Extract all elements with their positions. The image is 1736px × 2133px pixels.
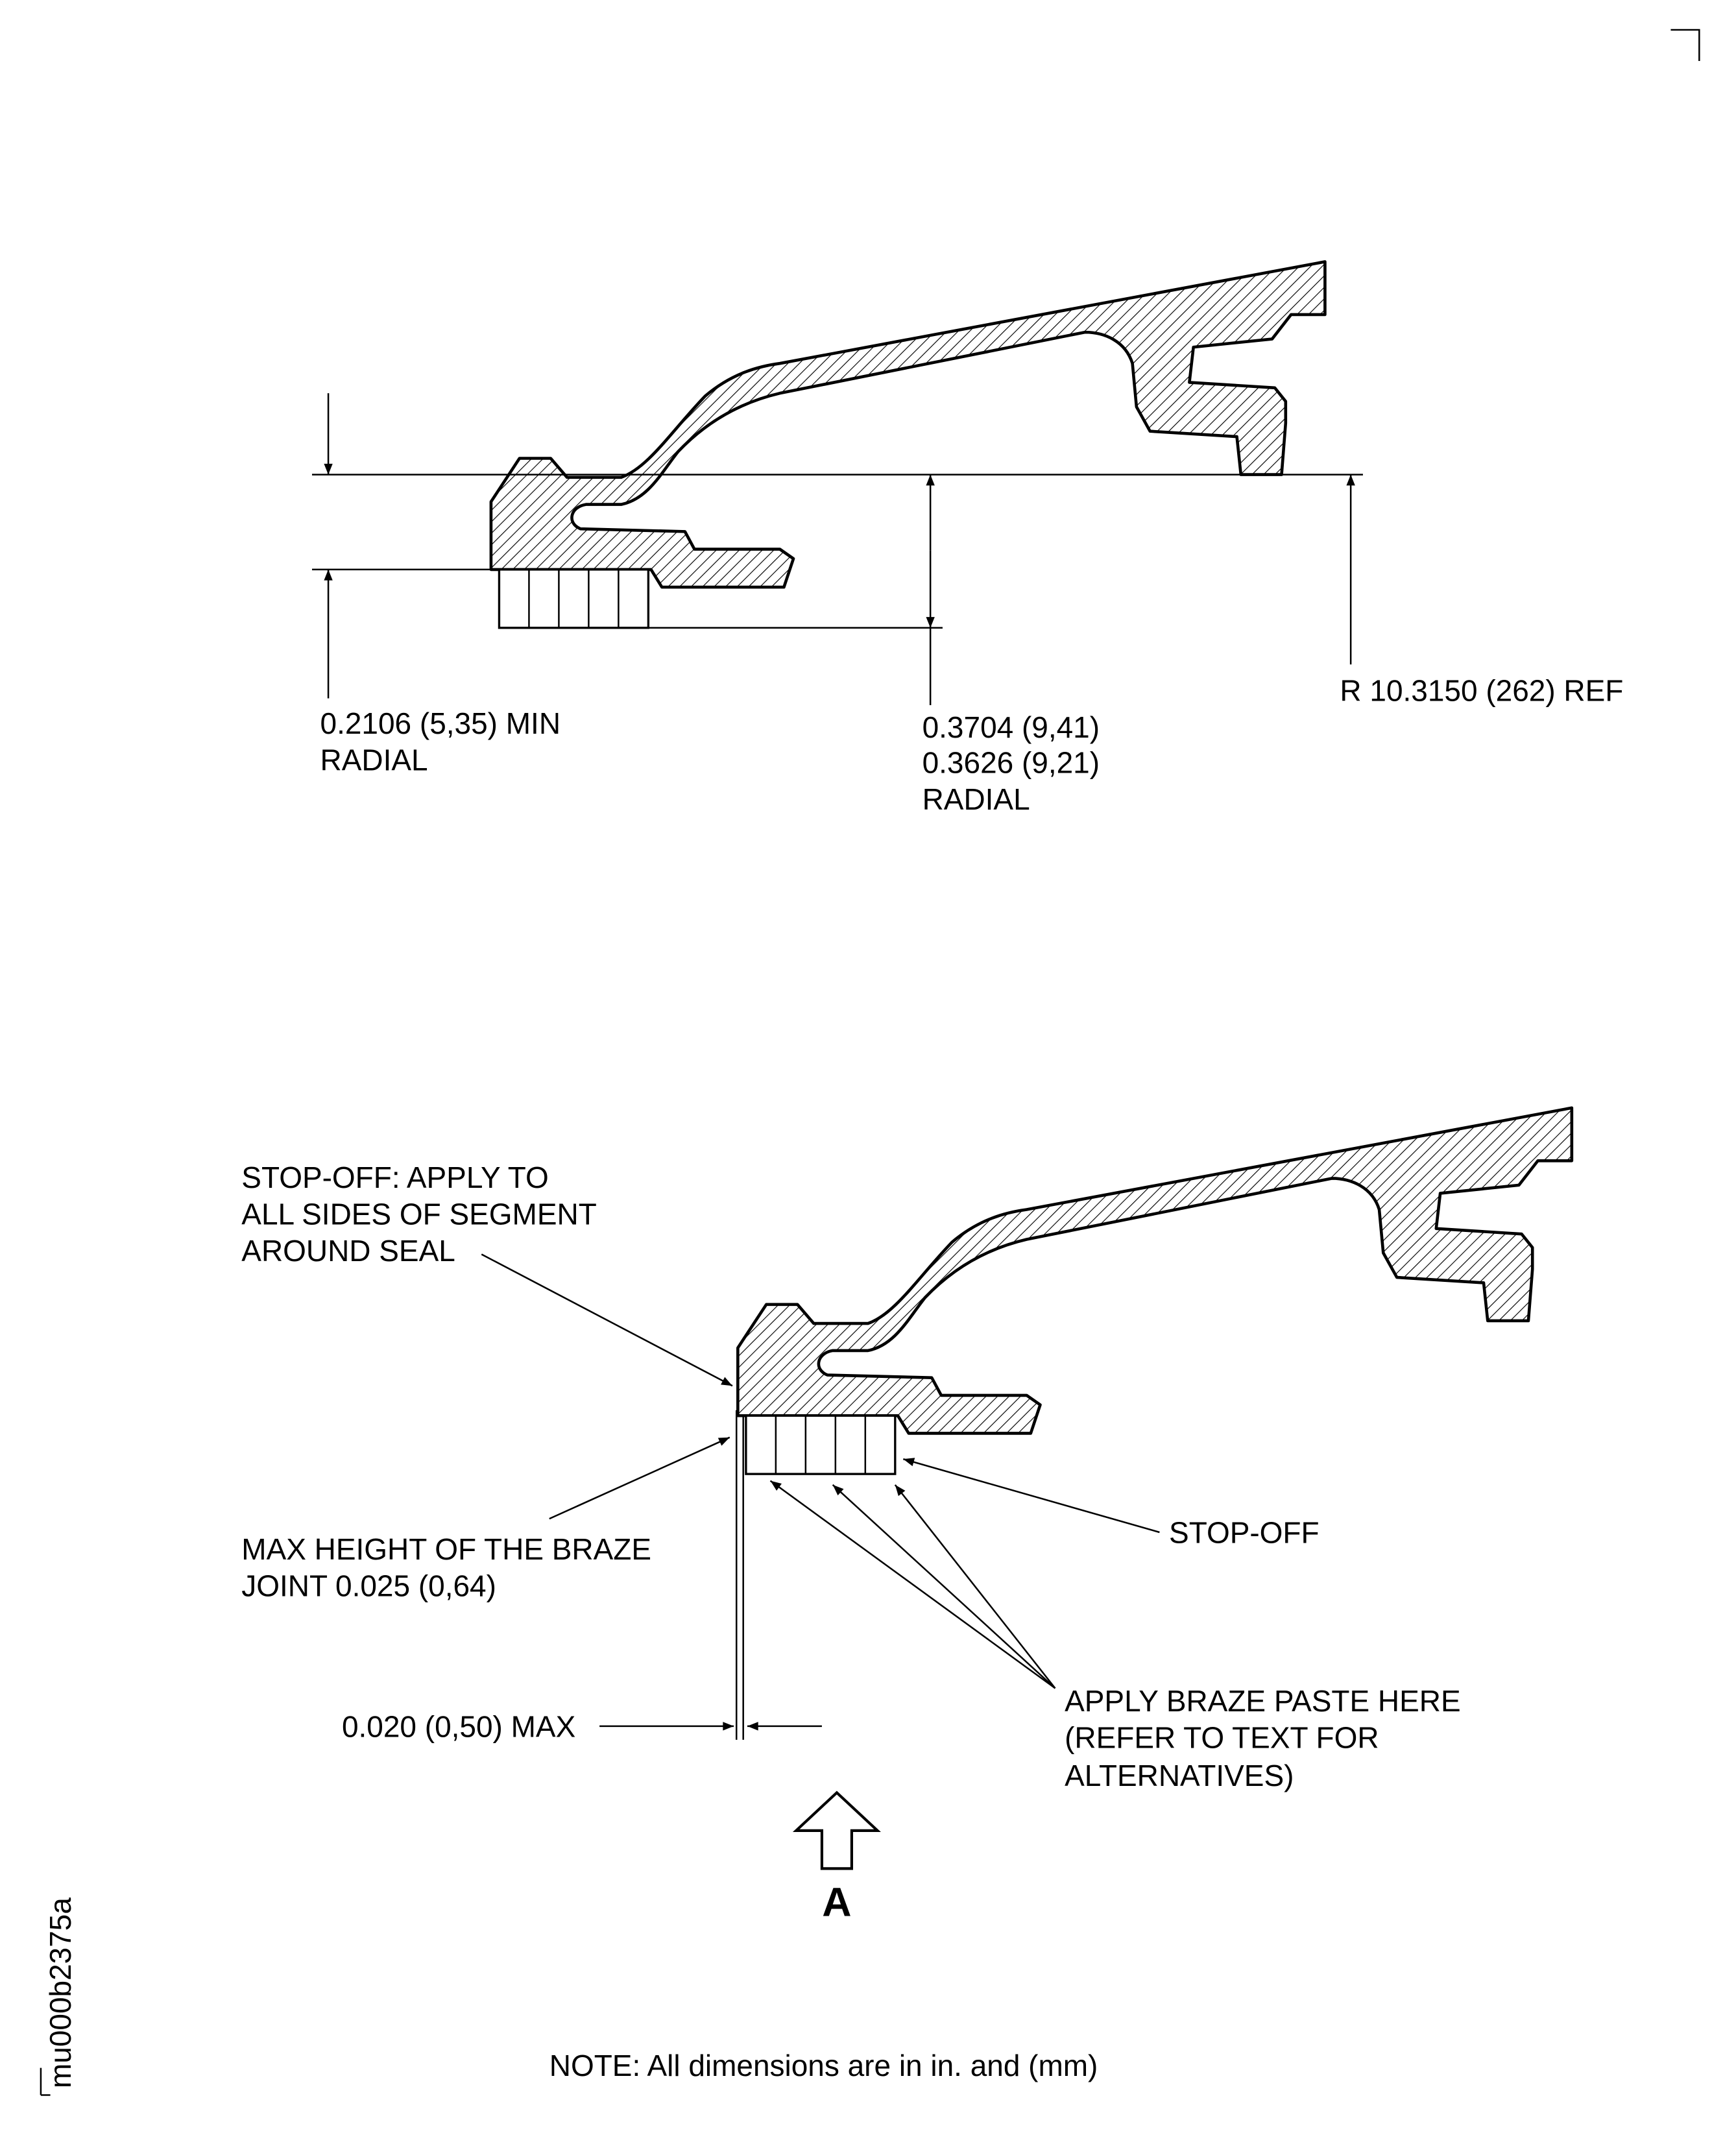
corner-mark: [1670, 29, 1700, 62]
figure-id: mu000b2375a: [43, 1898, 77, 2088]
figure-id-block: mu000b2375a: [40, 1898, 77, 2096]
top-seal-section: [491, 261, 1325, 627]
dim-range-label-2: 0.3626 (9,21): [922, 745, 1100, 779]
bottom-seal-section: [738, 1108, 1572, 1474]
stopoff-all-label-1: STOP-OFF: APPLY TO: [241, 1161, 548, 1194]
dim-range-label-1: 0.3704 (9,41): [922, 710, 1100, 744]
stopoff-all-label-2: ALL SIDES OF SEGMENT: [241, 1198, 597, 1231]
braze-label-1: APPLY BRAZE PASTE HERE: [1065, 1684, 1461, 1718]
radius-ref-label: R 10.3150 (262) REF: [1340, 674, 1623, 708]
gap-max-label: 0.020 (0,50) MAX: [342, 1710, 575, 1744]
bottom-leaders: [481, 1253, 1160, 1740]
stopoff-label: STOP-OFF: [1169, 1516, 1320, 1550]
dim-min-label: 0.2106 (5,35) MIN: [320, 706, 561, 740]
dim-range-label-3: RADIAL: [922, 782, 1030, 816]
stopoff-all-label-3: AROUND SEAL: [241, 1234, 455, 1268]
view-label: A: [822, 1880, 851, 1925]
view-arrow-icon: [792, 1790, 881, 1870]
braze-label-3: ALTERNATIVES): [1065, 1759, 1294, 1792]
max-height-label-2: JOINT 0.025 (0,64): [241, 1569, 496, 1602]
note: NOTE: All dimensions are in in. and (mm): [549, 2049, 1098, 2082]
max-height-label-1: MAX HEIGHT OF THE BRAZE: [241, 1532, 651, 1566]
dim-min-label-2: RADIAL: [320, 743, 428, 777]
braze-label-2: (REFER TO TEXT FOR: [1065, 1720, 1379, 1754]
top-dimensions: [311, 393, 1363, 705]
